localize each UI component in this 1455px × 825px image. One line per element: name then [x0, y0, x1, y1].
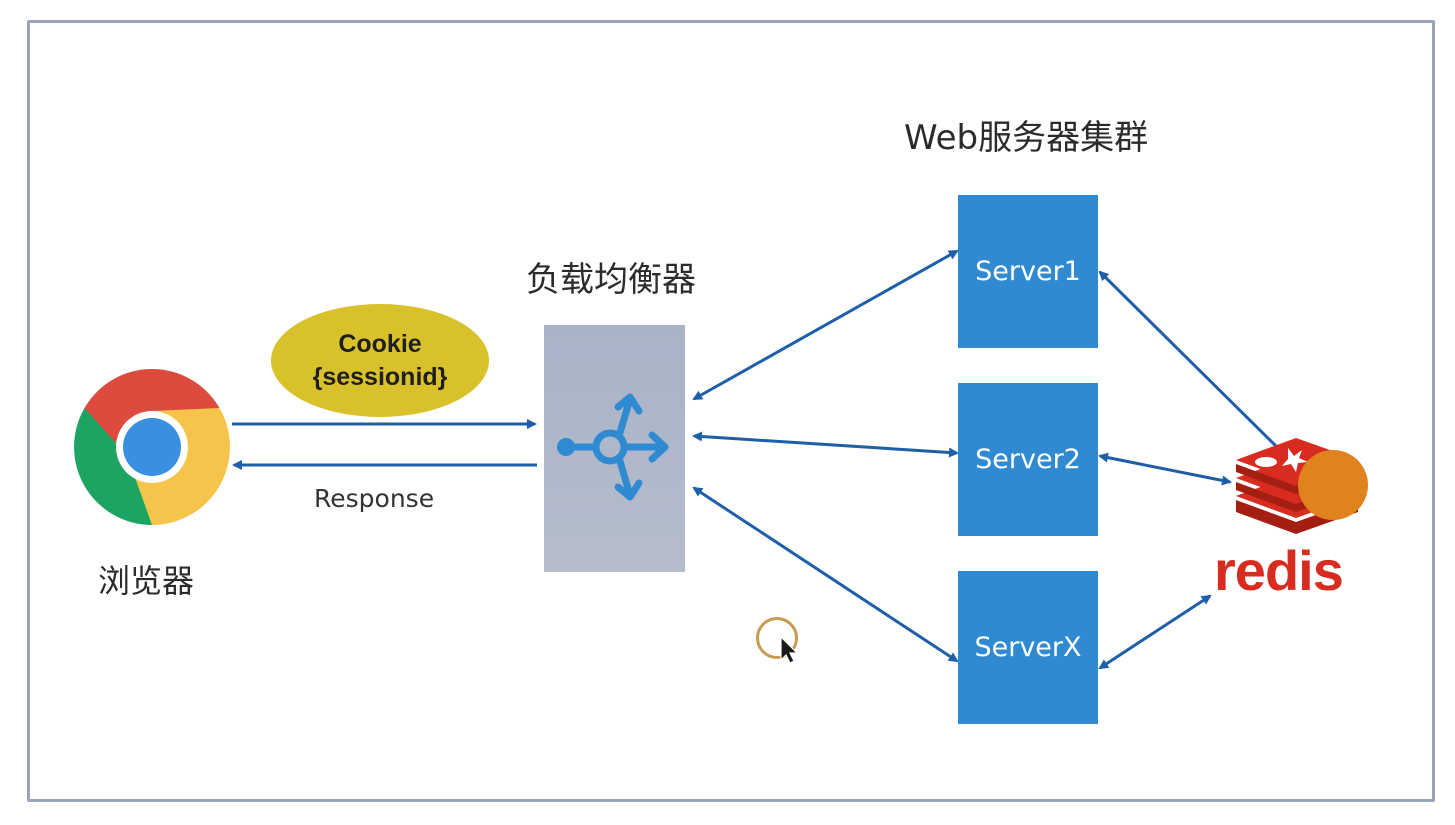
- cookie-sessionid: {sessionid}: [312, 362, 448, 391]
- load-balancer-box: [544, 325, 685, 572]
- server-cluster-title: Web服务器集群: [904, 118, 1149, 158]
- cookie-badge: Cookie {sessionid}: [271, 304, 489, 417]
- browser-label: 浏览器: [98, 562, 195, 600]
- load-balancer-split-icon: [557, 393, 669, 501]
- server2-node: Server2: [958, 383, 1098, 536]
- server2-redis-arrow: [1098, 452, 1232, 486]
- response-label: Response: [314, 484, 435, 513]
- serverx-label: ServerX: [974, 632, 1082, 663]
- lb-server2-arrow: [692, 431, 959, 458]
- redis-orange-dot: [1298, 450, 1368, 520]
- redis-wordmark: redis: [1214, 539, 1344, 602]
- load-balancer-title: 负载均衡器: [526, 260, 696, 300]
- server1-redis-arrow: [1098, 270, 1285, 455]
- cursor-highlight-ring: [756, 617, 798, 659]
- serverx-node: ServerX: [958, 571, 1098, 724]
- diagram-frame: [27, 20, 1435, 802]
- cookie-title: Cookie: [338, 329, 422, 358]
- lb-serverx-arrow: [692, 486, 959, 663]
- server1-label: Server1: [975, 256, 1081, 287]
- serverx-redis-arrow: [1098, 594, 1212, 670]
- server1-node: Server1: [958, 195, 1098, 348]
- server2-label: Server2: [975, 444, 1081, 475]
- lb-server1-arrow: [692, 249, 959, 401]
